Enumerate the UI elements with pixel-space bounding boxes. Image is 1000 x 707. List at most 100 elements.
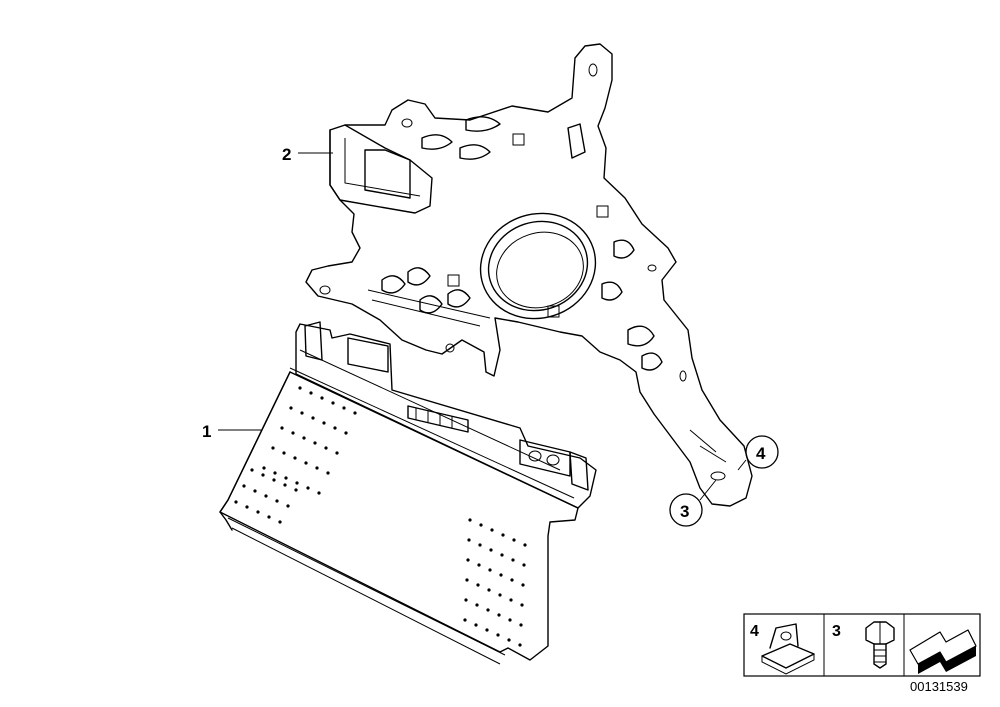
legend-cell1-number: 4: [750, 623, 759, 640]
vent-hole: [475, 603, 479, 607]
vent-hole: [333, 426, 337, 430]
vent-hole: [264, 494, 268, 498]
vent-hole: [282, 451, 286, 455]
vent-hole: [262, 466, 266, 470]
vent-hole: [498, 593, 502, 597]
vent-hole: [499, 573, 503, 577]
vent-hole: [302, 436, 306, 440]
vent-hole: [463, 618, 467, 622]
vent-hole: [234, 500, 238, 504]
module-part: [219, 321, 597, 665]
vent-hole: [486, 608, 490, 612]
vent-hole: [315, 466, 319, 470]
vent-hole: [521, 583, 525, 587]
vent-hole: [245, 505, 249, 509]
vent-hole: [478, 543, 482, 547]
vent-hole: [497, 613, 501, 617]
callout-3-number: 3: [680, 502, 689, 521]
vent-hole: [253, 489, 257, 493]
vent-hole: [273, 471, 277, 475]
vent-hole: [256, 510, 260, 514]
callout-2: 2: [282, 145, 333, 164]
vent-hole: [353, 411, 357, 415]
vent-hole: [278, 520, 282, 524]
vent-hole: [300, 411, 304, 415]
callout-1: 1: [202, 422, 262, 441]
vent-hole: [488, 568, 492, 572]
vent-hole: [242, 484, 246, 488]
vent-hole: [510, 578, 514, 582]
vent-hole: [306, 486, 310, 490]
diagram-code: 00131539: [910, 679, 968, 694]
bracket-part: [305, 43, 753, 507]
vent-hole: [309, 391, 313, 395]
vent-hole: [317, 491, 321, 495]
vent-hole: [512, 538, 516, 542]
vent-hole: [465, 578, 469, 582]
vent-hole: [479, 523, 483, 527]
vent-hole: [320, 396, 324, 400]
callout-2-number: 2: [282, 145, 291, 164]
vent-hole: [250, 468, 254, 472]
orientation-arrow-icon: [909, 629, 977, 674]
vent-hole: [485, 628, 489, 632]
legend-box: 4 3: [743, 613, 981, 677]
vent-hole: [523, 543, 527, 547]
vent-holes: [234, 386, 527, 647]
vent-hole: [298, 386, 302, 390]
vent-hole: [272, 478, 276, 482]
bolt-icon: [865, 621, 895, 669]
vent-hole: [324, 446, 328, 450]
vent-hole: [283, 483, 287, 487]
vent-hole: [313, 441, 317, 445]
vent-hole: [487, 588, 491, 592]
callout-4-number: 4: [756, 444, 766, 463]
vent-hole: [522, 563, 526, 567]
vent-hole: [291, 431, 295, 435]
vent-hole: [474, 623, 478, 627]
vent-hole: [507, 638, 511, 642]
vent-hole: [294, 488, 298, 492]
vent-hole: [326, 471, 330, 475]
callout-3: 3: [669, 479, 717, 527]
vent-hole: [331, 401, 335, 405]
vent-hole: [267, 515, 271, 519]
vent-hole: [501, 533, 505, 537]
vent-hole: [335, 451, 339, 455]
vent-hole: [261, 473, 265, 477]
speed-nut-icon: [761, 623, 815, 675]
vent-hole: [342, 406, 346, 410]
vent-hole: [520, 603, 524, 607]
vent-hole: [311, 416, 315, 420]
vent-hole: [322, 421, 326, 425]
vent-hole: [464, 598, 468, 602]
vent-hole: [468, 518, 472, 522]
vent-hole: [304, 461, 308, 465]
vent-hole: [280, 426, 284, 430]
vent-hole: [295, 481, 299, 485]
vent-hole: [293, 456, 297, 460]
vent-hole: [284, 476, 288, 480]
vent-hole: [496, 633, 500, 637]
vent-hole: [286, 504, 290, 508]
callout-4: 4: [737, 435, 779, 471]
vent-hole: [477, 563, 481, 567]
vent-hole: [489, 548, 493, 552]
vent-hole: [519, 623, 523, 627]
vent-hole: [271, 446, 275, 450]
legend-cell2-number: 3: [832, 623, 841, 640]
vent-hole: [289, 406, 293, 410]
vent-hole: [466, 558, 470, 562]
vent-hole: [275, 499, 279, 503]
callout-1-number: 1: [202, 422, 211, 441]
vent-hole: [509, 598, 513, 602]
vent-hole: [476, 583, 480, 587]
vent-hole: [511, 558, 515, 562]
vent-hole: [518, 643, 522, 647]
vent-hole: [500, 553, 504, 557]
vent-hole: [344, 431, 348, 435]
vent-hole: [467, 538, 471, 542]
vent-hole: [508, 618, 512, 622]
vent-hole: [490, 528, 494, 532]
